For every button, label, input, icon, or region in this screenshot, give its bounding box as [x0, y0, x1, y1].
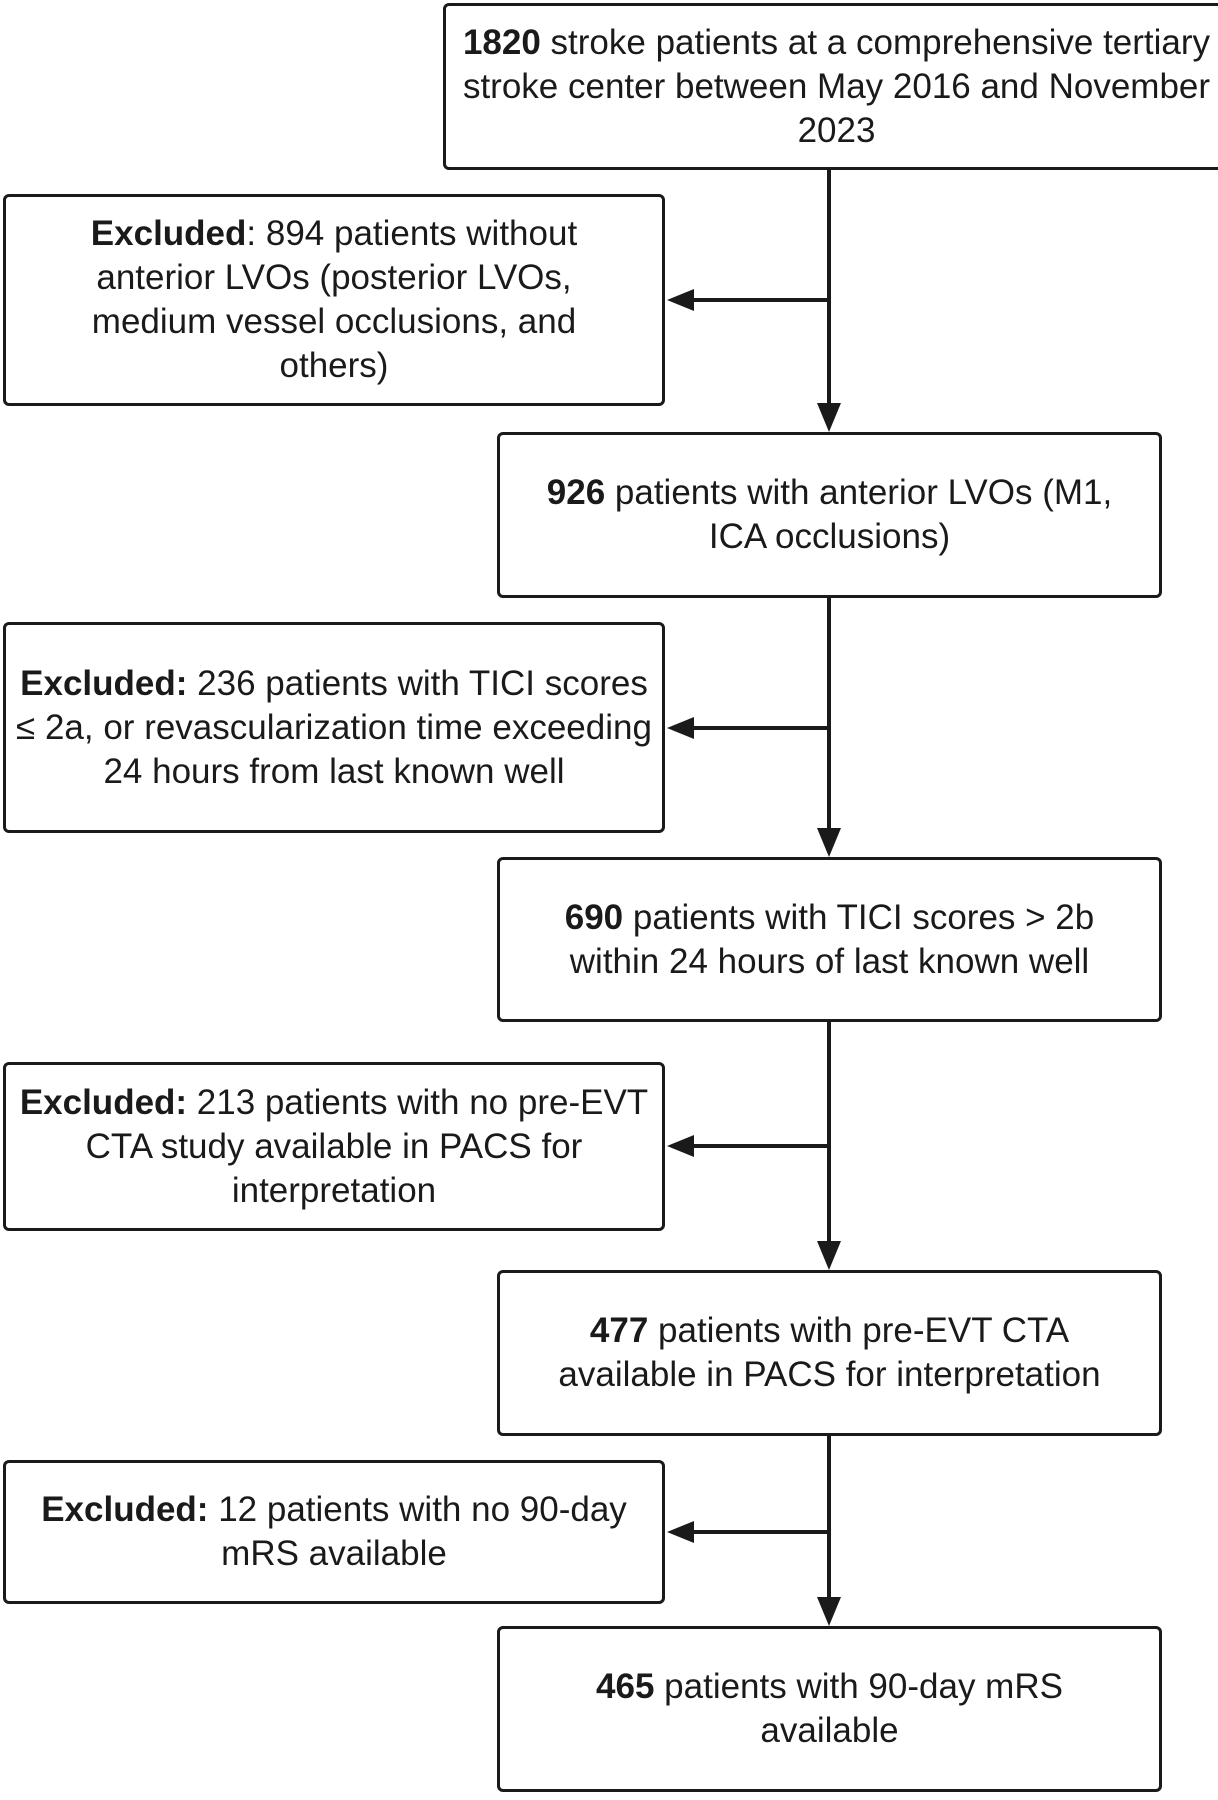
excluded-box-4-text: Excluded: 12 patients with no 90-day mRS…	[41, 1490, 627, 1573]
main-box-5-text: 465 patients with 90-day mRS available	[596, 1667, 1063, 1750]
main-box-1-text: 1820 stroke patients at a comprehensive …	[462, 22, 1211, 150]
main-box-3-text: 690 patients with TICI scores > 2b withi…	[564, 897, 1095, 981]
main-box-4-text: 477 patients with pre-EVT CTA available …	[558, 1311, 1101, 1394]
excluded-box-1: Excluded: 894 patients without anterior …	[3, 194, 665, 406]
excluded-box-2: Excluded: 236 patients with TICI scores …	[3, 622, 665, 833]
arrowhead-excluded-4	[667, 1521, 694, 1543]
main-box-3: 690 patients with TICI scores > 2b withi…	[497, 857, 1162, 1022]
excluded-box-3: Excluded: 213 patients with no pre-EVT C…	[3, 1062, 665, 1231]
arrowhead-main-2	[817, 403, 841, 432]
main-box-5: 465 patients with 90-day mRS available	[497, 1626, 1162, 1792]
excluded-box-3-text: Excluded: 213 patients with no pre-EVT C…	[19, 1082, 649, 1210]
main-box-2-text: 926 patients with anterior LVOs (M1, ICA…	[546, 473, 1113, 556]
arrowhead-main-3	[817, 828, 841, 857]
arrowhead-excluded-2	[667, 717, 694, 739]
main-box-4: 477 patients with pre-EVT CTA available …	[497, 1270, 1162, 1436]
main-box-2: 926 patients with anterior LVOs (M1, ICA…	[497, 432, 1162, 598]
arrowhead-main-5	[817, 1597, 841, 1626]
arrowhead-excluded-3	[667, 1135, 694, 1157]
excluded-box-4: Excluded: 12 patients with no 90-day mRS…	[3, 1460, 665, 1604]
excluded-box-2-text: Excluded: 236 patients with TICI scores …	[16, 663, 652, 791]
arrowhead-excluded-1	[667, 289, 694, 311]
arrowhead-main-4	[817, 1241, 841, 1270]
excluded-box-1-text: Excluded: 894 patients without anterior …	[90, 214, 578, 385]
main-box-1: 1820 stroke patients at a comprehensive …	[443, 3, 1218, 170]
